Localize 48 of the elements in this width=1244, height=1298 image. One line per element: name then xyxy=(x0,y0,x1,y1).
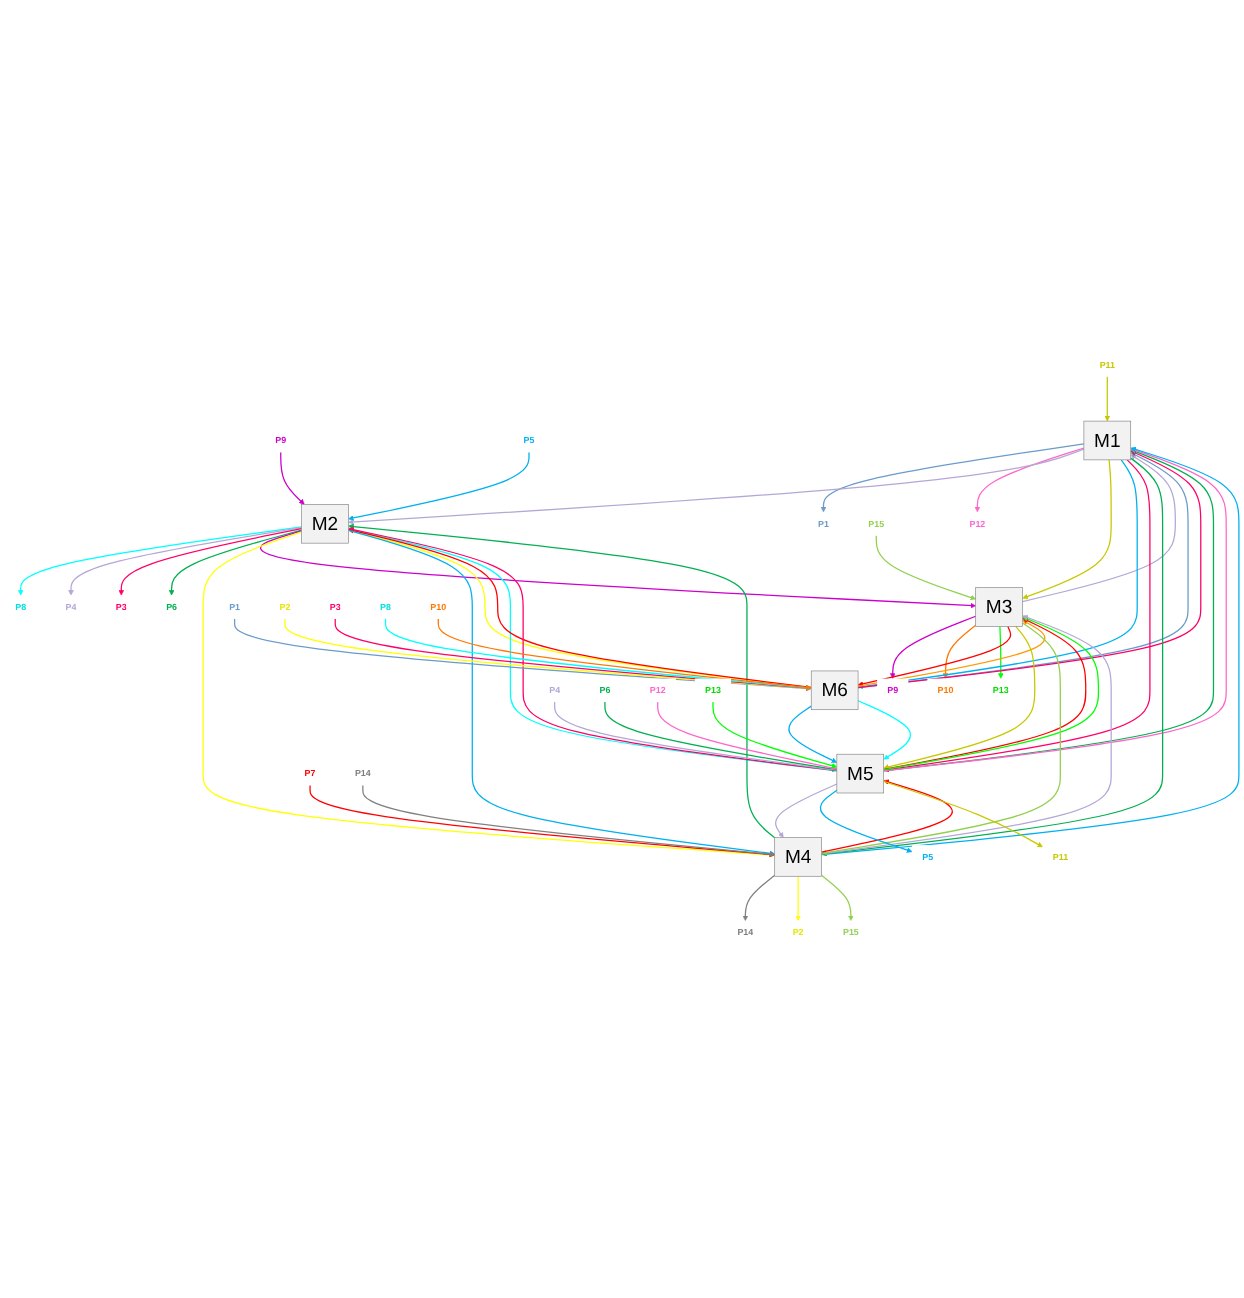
arrow xyxy=(875,535,976,601)
arrow xyxy=(17,526,303,596)
arrow xyxy=(857,459,1138,690)
arrow xyxy=(202,531,775,858)
arrow xyxy=(1021,454,1176,603)
arrow xyxy=(742,875,776,922)
arrow xyxy=(118,528,303,596)
arrow xyxy=(821,457,1164,857)
arrow xyxy=(998,626,1004,680)
arrow xyxy=(348,528,812,689)
arrow xyxy=(168,529,303,596)
arrow xyxy=(712,701,838,769)
arrow xyxy=(883,781,1043,848)
arrow xyxy=(821,622,1061,856)
arrow xyxy=(857,626,1012,687)
arrow xyxy=(857,620,1046,688)
arrow xyxy=(348,451,530,522)
node-box: M1 xyxy=(1083,421,1132,461)
arrow xyxy=(942,624,977,680)
arrow xyxy=(1104,376,1111,422)
arrow xyxy=(348,527,838,772)
arrow xyxy=(820,779,953,853)
node-box: M6 xyxy=(810,670,859,711)
arrow xyxy=(788,705,838,764)
arrow xyxy=(775,783,838,839)
arrow xyxy=(1022,459,1112,600)
arrow xyxy=(795,875,801,922)
arrow xyxy=(820,875,854,922)
node-box: M5 xyxy=(836,754,884,794)
arrow xyxy=(554,701,838,773)
arrow xyxy=(883,459,1151,773)
arrow xyxy=(857,700,912,760)
node-box: M2 xyxy=(301,504,349,544)
node-box: M4 xyxy=(774,837,822,877)
arrow xyxy=(348,448,1085,526)
node-box: M3 xyxy=(975,587,1023,628)
arrow xyxy=(820,615,1112,855)
arrow xyxy=(974,447,1085,513)
arrow xyxy=(260,530,976,609)
arrow xyxy=(280,451,305,505)
arrow xyxy=(604,701,838,773)
arrow xyxy=(819,790,913,854)
arrow xyxy=(883,626,1036,770)
arrow xyxy=(820,447,1240,856)
arrow xyxy=(889,615,977,680)
arrow xyxy=(657,701,838,771)
arrow xyxy=(68,527,303,596)
arrow xyxy=(820,443,1085,513)
